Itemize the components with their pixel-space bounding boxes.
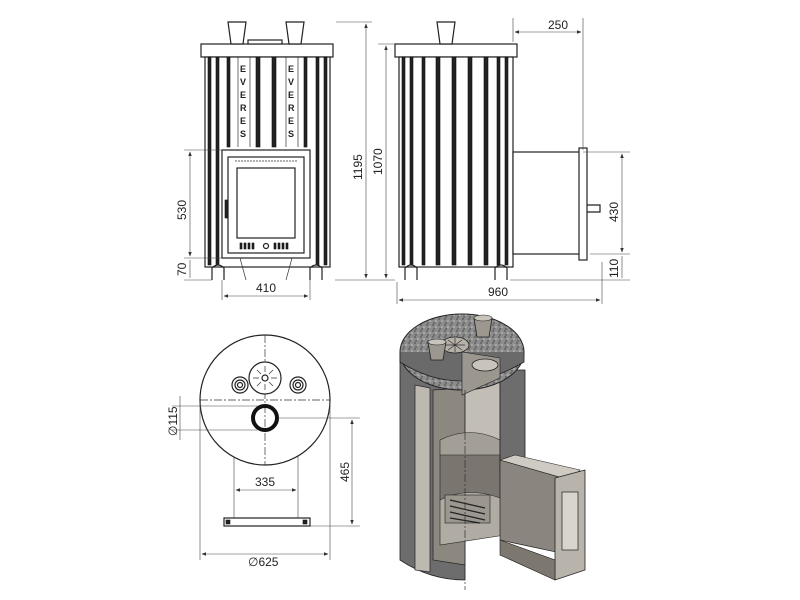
svg-text:V: V bbox=[288, 77, 294, 87]
dim-430: 430 bbox=[607, 202, 621, 222]
front-door bbox=[221, 149, 311, 259]
svg-text:S: S bbox=[288, 129, 294, 139]
dim-465: 465 bbox=[338, 462, 352, 482]
front-view: E V E R E S E V E R E S bbox=[200, 21, 334, 281]
dim-body-diameter: ∅625 bbox=[248, 555, 279, 569]
dim-250: 250 bbox=[548, 18, 568, 32]
dim-1070: 1070 bbox=[371, 148, 385, 175]
svg-text:E: E bbox=[240, 116, 246, 126]
top-pot-right bbox=[289, 376, 307, 394]
side-fire-tunnel bbox=[512, 151, 584, 255]
top-damper bbox=[248, 361, 282, 395]
side-feet bbox=[404, 264, 508, 280]
side-pot bbox=[436, 21, 456, 45]
side-view bbox=[394, 21, 601, 280]
dim-960: 960 bbox=[488, 285, 508, 299]
svg-text:V: V bbox=[240, 77, 246, 87]
svg-text:R: R bbox=[288, 103, 295, 113]
side-door-handle bbox=[587, 204, 601, 213]
logo-column-right: E V E R E S bbox=[288, 64, 295, 139]
dim-335: 335 bbox=[255, 475, 275, 489]
dimensions: 250 1195 1070 530 70 410 960 430 110 ∅11… bbox=[166, 18, 630, 569]
svg-text:E: E bbox=[240, 90, 246, 100]
dim-530: 530 bbox=[175, 200, 189, 220]
front-pot-left bbox=[227, 21, 247, 45]
side-lid bbox=[394, 43, 518, 58]
svg-text:R: R bbox=[240, 103, 247, 113]
front-lid bbox=[200, 43, 334, 58]
dim-110: 110 bbox=[607, 259, 621, 278]
dim-1195: 1195 bbox=[351, 154, 365, 180]
front-stone-bars bbox=[207, 56, 328, 266]
top-pot-left bbox=[231, 376, 249, 394]
dim-chimney-diameter: ∅115 bbox=[166, 406, 180, 436]
front-feet bbox=[211, 264, 323, 280]
side-stone-bars bbox=[401, 56, 509, 266]
ash-vents bbox=[239, 242, 289, 250]
cutaway-view bbox=[399, 313, 586, 590]
top-tunnel-plate bbox=[223, 517, 311, 527]
top-view bbox=[199, 334, 331, 527]
svg-text:E: E bbox=[288, 90, 294, 100]
dim-70: 70 bbox=[175, 262, 189, 276]
side-door-flange bbox=[578, 147, 588, 261]
svg-text:E: E bbox=[240, 64, 246, 74]
cutaway-grate bbox=[444, 494, 491, 524]
front-pot-right bbox=[285, 21, 305, 45]
svg-text:S: S bbox=[240, 129, 246, 139]
top-chimney bbox=[251, 404, 279, 432]
svg-text:E: E bbox=[288, 116, 294, 126]
logo-column-left: E V E R E S bbox=[240, 64, 247, 139]
svg-text:E: E bbox=[288, 64, 294, 74]
dim-410: 410 bbox=[256, 281, 276, 295]
